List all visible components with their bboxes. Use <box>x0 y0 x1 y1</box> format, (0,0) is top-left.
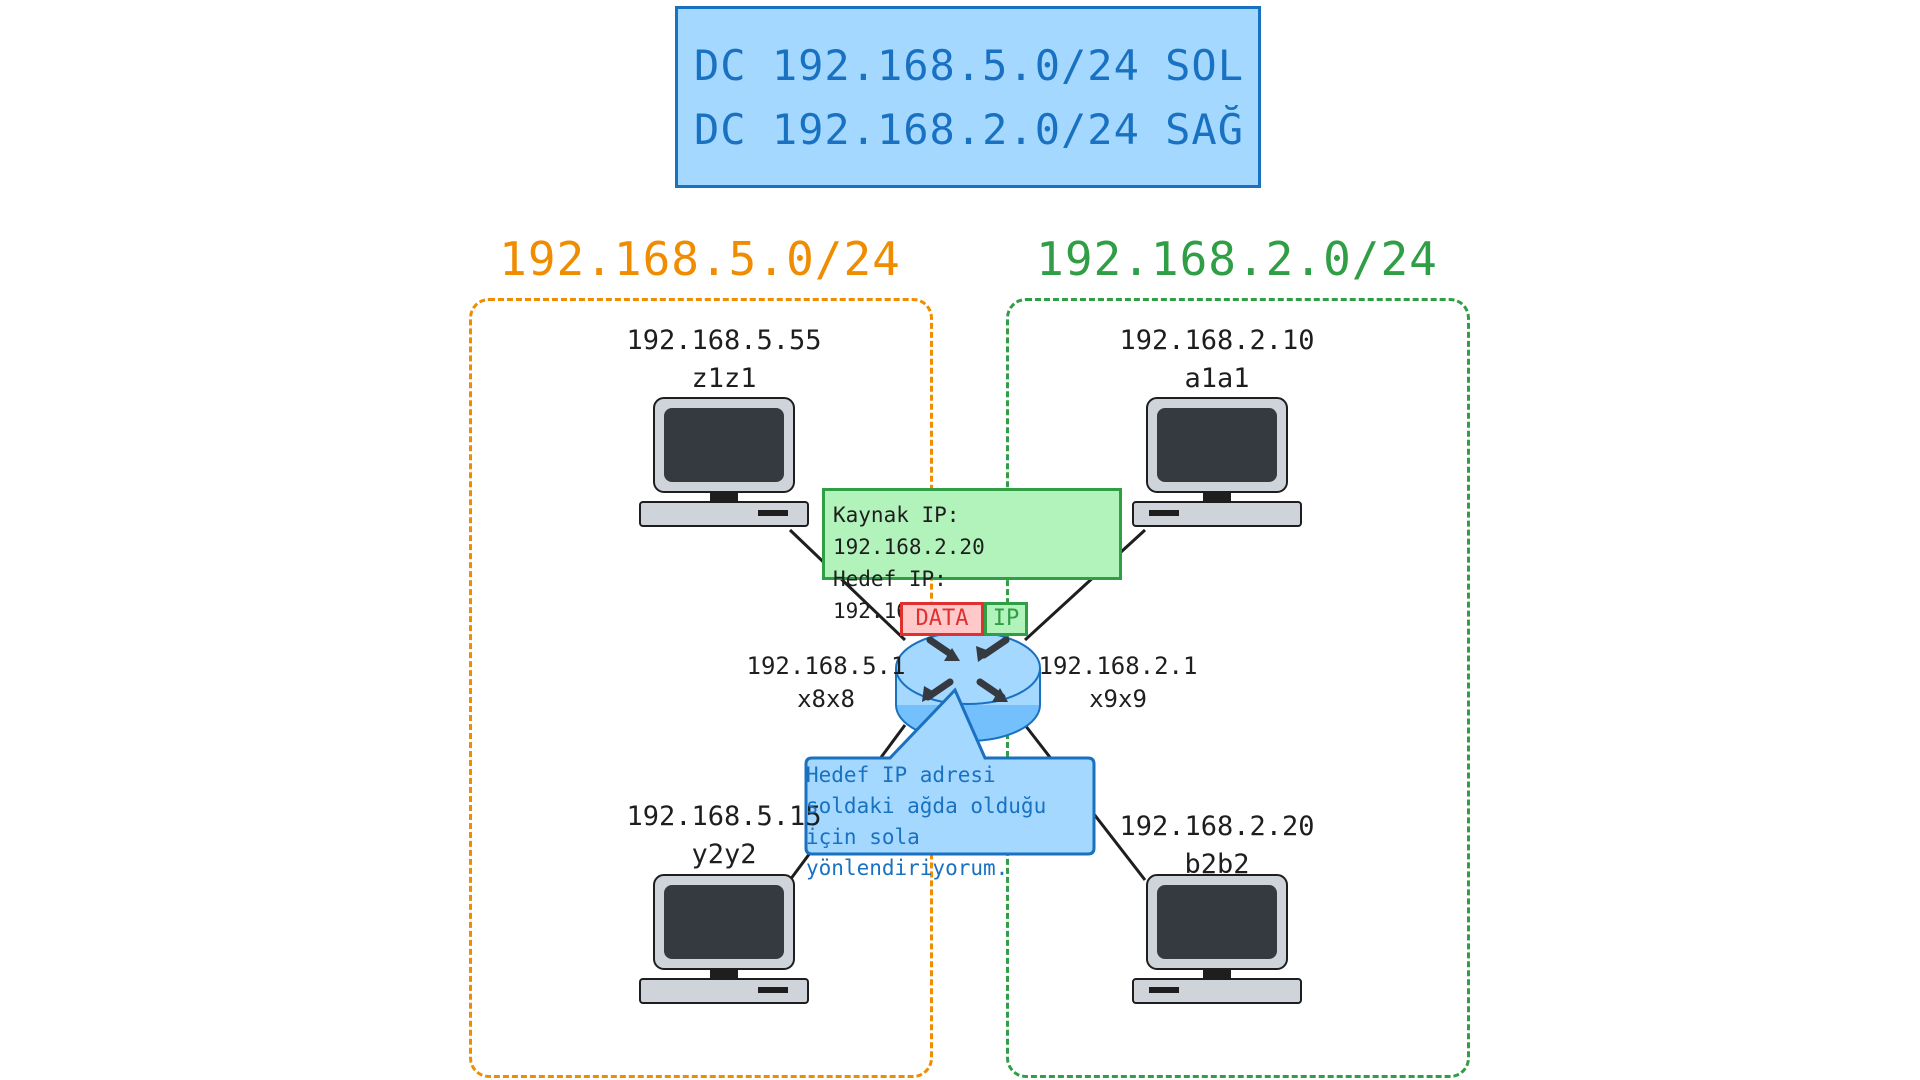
port-ip: 192.168.5.1 <box>746 652 906 680</box>
route-direction: SOL <box>1165 40 1244 90</box>
host-name: b2b2 <box>1184 849 1250 880</box>
host-z1z1-label: 192.168.5.55 z1z1 <box>604 322 844 398</box>
host-ip: 192.168.5.15 <box>626 801 822 832</box>
route-type: DC <box>694 40 747 90</box>
host-y2y2-label: 192.168.5.15 y2y2 <box>604 798 844 874</box>
host-ip: 192.168.2.10 <box>1119 325 1315 356</box>
router-callout-text: Hedef IP adresi soldaki ağda olduğu için… <box>806 760 1096 884</box>
router-left-port-label: 192.168.5.1 x8x8 <box>736 650 916 716</box>
callout-line: soldaki ağda olduğu <box>806 794 1047 818</box>
computer-icon <box>1132 874 1302 1004</box>
host-ip: 192.168.5.55 <box>626 325 822 356</box>
port-ip: 192.168.2.1 <box>1038 652 1198 680</box>
host-a1a1-label: 192.168.2.10 a1a1 <box>1097 322 1337 398</box>
packet-data-tag: DATA <box>900 602 984 636</box>
packet-ip-tag: IP <box>984 602 1028 636</box>
routing-table: DC 192.168.5.0/24 SOL DC 192.168.2.0/24 … <box>675 6 1261 188</box>
routing-entry: DC 192.168.5.0/24 SOL <box>694 37 1244 93</box>
computer-icon <box>1132 397 1302 527</box>
computer-icon <box>639 874 809 1004</box>
source-ip-line: Kaynak IP: 192.168.2.20 <box>833 503 985 559</box>
link-z1z1-router <box>788 528 907 642</box>
routing-entry: DC 192.168.2.0/24 SAĞ <box>694 101 1244 157</box>
port-name: x9x9 <box>1089 685 1147 713</box>
host-b2b2-label: 192.168.2.20 b2b2 <box>1097 808 1337 884</box>
left-network-title: 192.168.5.0/24 <box>499 232 901 286</box>
host-ip: 192.168.2.20 <box>1119 811 1315 842</box>
callout-bubble <box>804 687 1096 856</box>
route-type: DC <box>694 104 747 154</box>
link-a1a1-router <box>1023 528 1147 642</box>
callout-line: Hedef IP adresi <box>806 763 996 787</box>
packet-ip-header: Kaynak IP: 192.168.2.20 Hedef IP: 192.16… <box>822 488 1122 623</box>
host-name: a1a1 <box>1184 363 1250 394</box>
route-network: 192.168.2.0/24 <box>771 104 1140 154</box>
right-network-title: 192.168.2.0/24 <box>1036 232 1438 286</box>
router-right-port-label: 192.168.2.1 x9x9 <box>1028 650 1208 716</box>
host-name: y2y2 <box>691 839 757 870</box>
host-name: z1z1 <box>691 363 757 394</box>
route-network: 192.168.5.0/24 <box>771 40 1140 90</box>
route-direction: SAĞ <box>1165 104 1244 154</box>
callout-line: için sola yönlendiriyorum. <box>806 825 1009 880</box>
computer-icon <box>639 397 809 527</box>
port-name: x8x8 <box>797 685 855 713</box>
